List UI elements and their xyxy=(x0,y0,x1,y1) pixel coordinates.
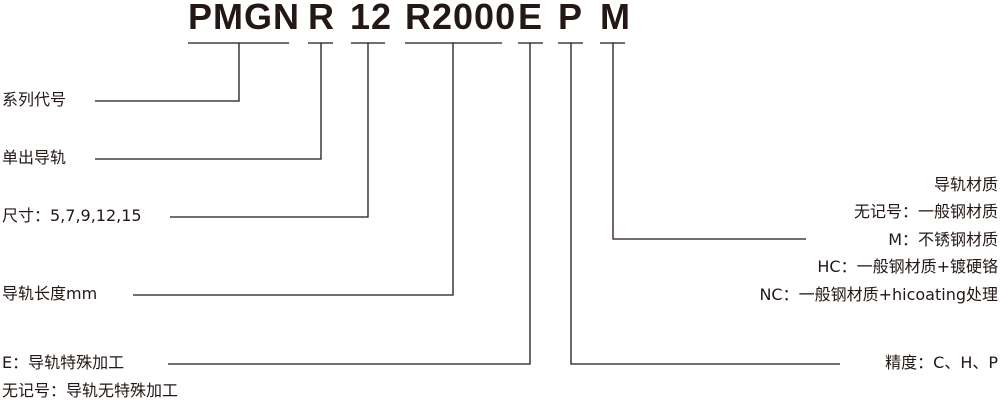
label-material-m: M：不锈钢材质 xyxy=(888,230,998,249)
leader-material xyxy=(612,43,806,240)
label-single-rail: 单出导轨 xyxy=(2,148,67,167)
leader-precision xyxy=(570,43,840,365)
leader-series xyxy=(95,43,240,102)
code-single-rail: R xyxy=(308,0,335,37)
label-precision: 精度：C、H、P xyxy=(885,353,998,372)
leader-size xyxy=(170,43,369,218)
label-material-title: 导轨材质 xyxy=(933,175,998,194)
code-series: PMGN xyxy=(188,0,300,37)
code-rail-length: R2000 xyxy=(405,0,517,37)
label-special-e: E：导轨特殊加工 xyxy=(2,353,125,372)
code-material: M xyxy=(600,0,631,37)
label-special-none: 无记号：导轨无特殊加工 xyxy=(2,381,179,400)
label-rail-length: 导轨长度mm xyxy=(2,284,98,303)
leader-rail-length xyxy=(133,43,454,296)
label-material-hc: HC：一般钢材质+镀硬铬 xyxy=(817,257,998,276)
code-size: 12 xyxy=(350,0,393,37)
label-material-none: 无记号：一般钢材质 xyxy=(853,202,998,221)
label-series: 系列代号 xyxy=(2,90,67,109)
code-precision: P xyxy=(558,0,584,37)
label-size: 尺寸：5,7,9,12,15 xyxy=(2,206,142,225)
leader-single-rail xyxy=(95,43,322,160)
code-special: E xyxy=(518,0,544,37)
label-material-nc: NC：一般钢材质+hicoating处理 xyxy=(759,285,998,304)
leader-special xyxy=(168,43,531,365)
